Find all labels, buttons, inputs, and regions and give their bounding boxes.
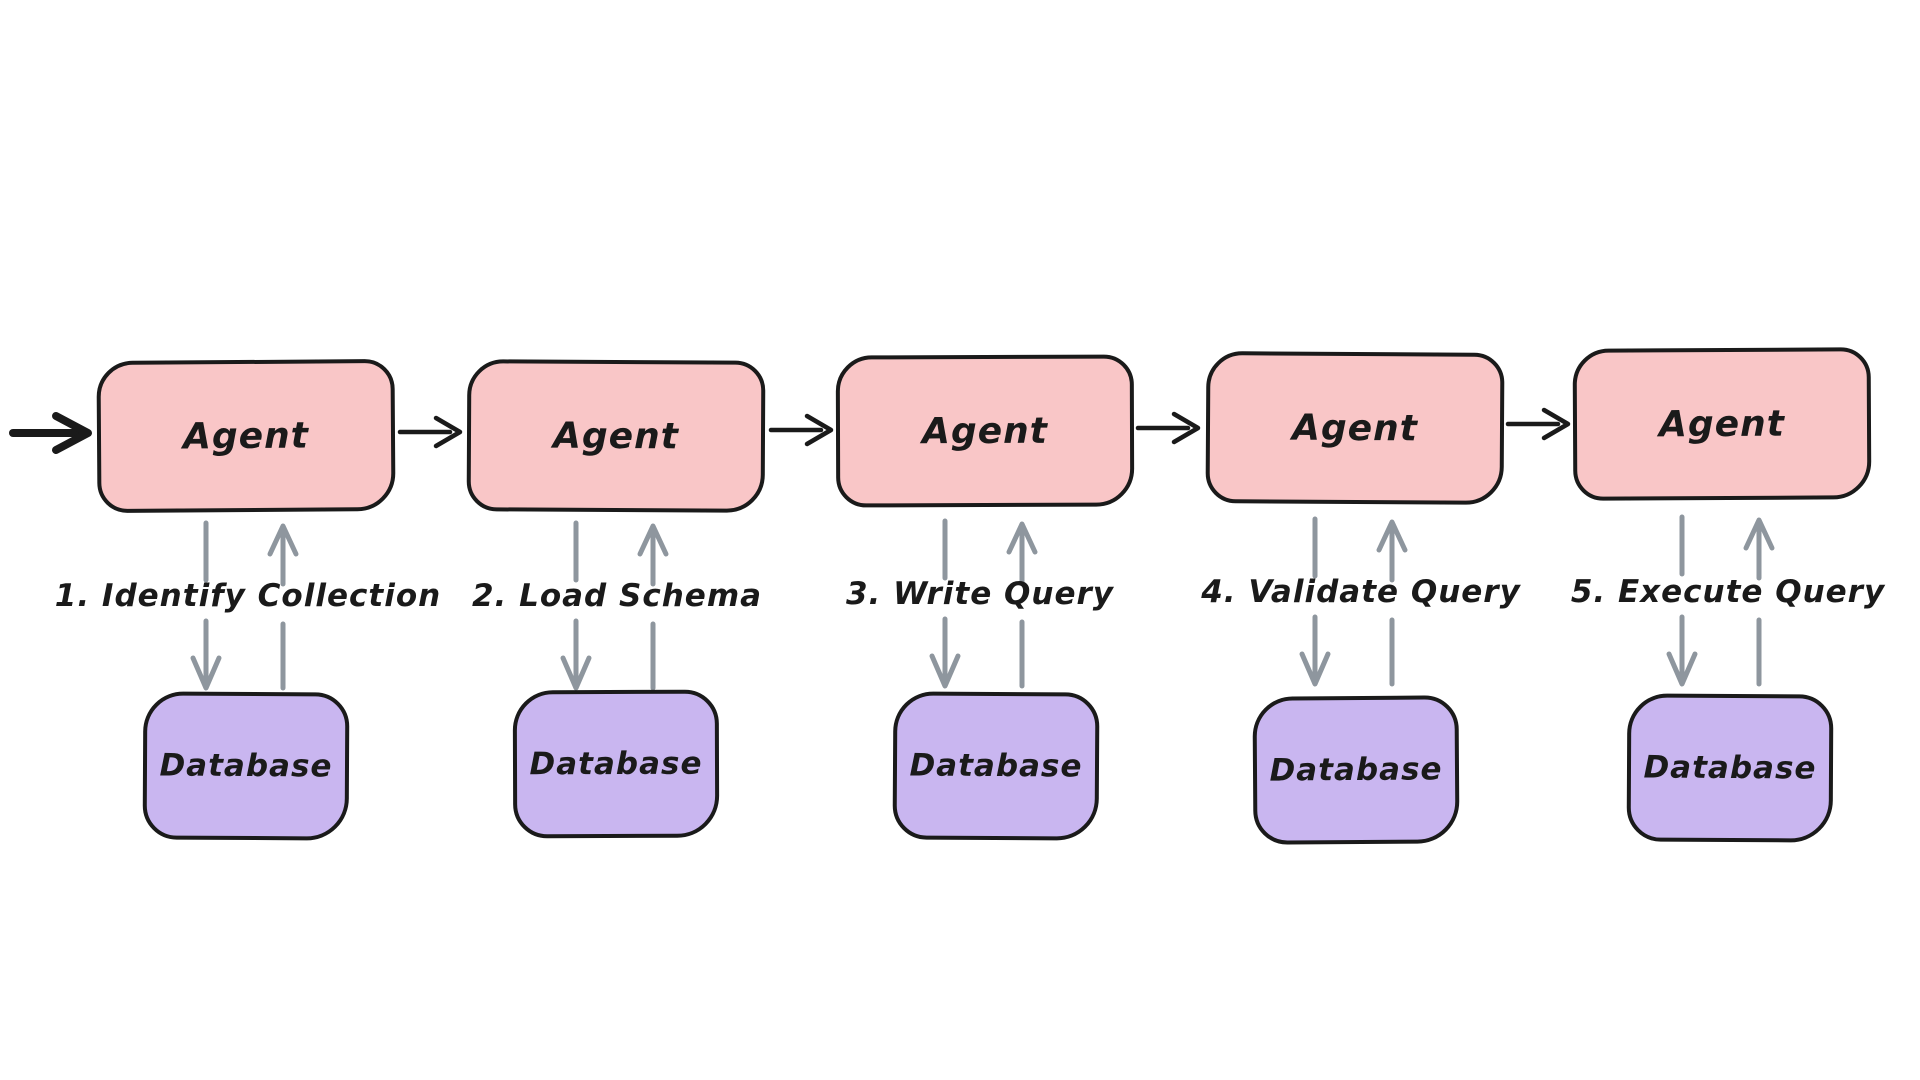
- agent-to-db-arrows-lower-icon: [1666, 614, 1762, 687]
- up-arrowhead-icon: [1743, 517, 1775, 551]
- database-node[interactable]: Database: [1626, 693, 1834, 843]
- database-label: Database: [1643, 749, 1817, 787]
- agent-label: Agent: [182, 415, 310, 457]
- down-arrowhead-icon: [190, 655, 222, 691]
- entry-arrow-icon: [9, 412, 92, 454]
- up-arrowhead-icon: [1006, 521, 1038, 555]
- agent-to-db-arrows-upper-icon: [1679, 514, 1775, 581]
- database-node[interactable]: Database: [1252, 695, 1460, 845]
- flow-arrow-icon: [1505, 407, 1571, 441]
- flow-arrow-icon: [397, 415, 463, 449]
- database-node[interactable]: Database: [512, 689, 720, 839]
- agent-to-db-arrows-upper-icon: [203, 520, 299, 587]
- database-label: Database: [529, 745, 703, 783]
- database-label: Database: [1269, 751, 1443, 789]
- agent-to-db-arrows-upper-icon: [1312, 516, 1408, 583]
- agent-node[interactable]: Agent: [96, 358, 396, 514]
- agent-to-db-arrows-lower-icon: [1299, 614, 1395, 687]
- down-arrowhead-icon: [929, 653, 961, 689]
- agent-to-db-arrows-lower-icon: [190, 618, 286, 691]
- agent-label: Agent: [552, 415, 680, 457]
- agent-label: Agent: [1291, 407, 1419, 449]
- up-arrowhead-icon: [1376, 519, 1408, 553]
- database-node[interactable]: Database: [142, 691, 350, 841]
- flow-arrow-icon: [1135, 411, 1201, 445]
- step-label: 1. Identify Collection: [54, 578, 442, 614]
- down-arrowhead-icon: [560, 655, 592, 691]
- agent-node[interactable]: Agent: [1205, 351, 1505, 505]
- agent-node[interactable]: Agent: [1572, 347, 1872, 501]
- flow-arrow-icon: [768, 413, 834, 447]
- down-arrowhead-icon: [1666, 651, 1698, 687]
- agent-label: Agent: [921, 410, 1049, 452]
- up-arrowhead-icon: [637, 523, 669, 557]
- step-label: 3. Write Query: [845, 576, 1115, 612]
- agent-to-db-arrows-upper-icon: [573, 520, 669, 587]
- up-arrowhead-icon: [267, 523, 299, 557]
- agent-to-db-arrows-lower-icon: [929, 616, 1025, 689]
- step-label: 4. Validate Query: [1201, 574, 1521, 610]
- database-label: Database: [909, 747, 1083, 785]
- database-node[interactable]: Database: [892, 691, 1100, 841]
- agent-label: Agent: [1658, 403, 1786, 445]
- down-arrowhead-icon: [1299, 651, 1331, 687]
- agent-to-db-arrows-upper-icon: [942, 518, 1038, 585]
- agent-to-db-arrows-lower-icon: [560, 618, 656, 691]
- step-label: 2. Load Schema: [471, 578, 763, 614]
- agent-node[interactable]: Agent: [835, 354, 1135, 508]
- agent-node[interactable]: Agent: [466, 359, 766, 513]
- step-label: 5. Execute Query: [1570, 574, 1886, 610]
- database-label: Database: [159, 747, 333, 785]
